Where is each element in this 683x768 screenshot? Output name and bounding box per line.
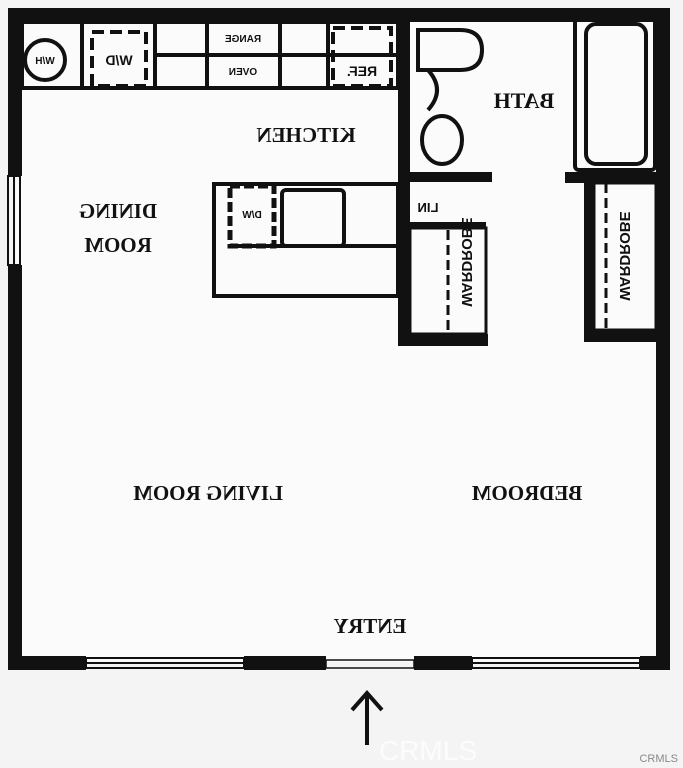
water-heater-icon: [23, 38, 67, 82]
washer-dryer-label: W/D: [105, 52, 132, 68]
dishwasher-label: D/W: [242, 210, 262, 221]
wardrobe-left-label: WARDROBE: [458, 217, 475, 306]
wardrobes: [408, 181, 658, 336]
entry-door-opening: [325, 659, 415, 669]
kitchen-counter: [20, 20, 400, 90]
refrigerator-label: REF.: [347, 63, 377, 79]
kitchen-island: [212, 182, 400, 298]
oven-label: OVEN: [229, 67, 257, 78]
dining-label-line1: DINING: [79, 199, 157, 223]
refrigerator-icon: [331, 26, 393, 88]
wardrobe-right-label: WARDROBE: [616, 211, 633, 300]
watermark-corner: CRMLS: [639, 753, 678, 765]
living-room-label: LIVING ROOM: [133, 481, 283, 505]
windows: [7, 175, 641, 669]
bath-label: BATH: [494, 88, 555, 113]
water-heater-label: W/H: [35, 56, 54, 67]
entry-label: ENTRY: [334, 614, 407, 638]
bathtub-icon: [573, 13, 657, 172]
washer-dryer-icon: [90, 30, 148, 88]
linen-label: LIN: [418, 200, 439, 215]
interior-walls: [398, 16, 665, 346]
sink-icon: [420, 114, 464, 166]
bath-fixtures: [416, 13, 657, 172]
watermark: CRMLS: [379, 735, 477, 766]
bedroom-label: BEDROOM: [471, 481, 582, 505]
range-label: RANGE: [225, 34, 261, 45]
dining-label-line2: ROOM: [84, 233, 152, 257]
kitchen-label: KITCHEN: [256, 123, 355, 147]
entry-arrow-icon: [350, 689, 384, 745]
toilet-icon: [416, 28, 485, 72]
